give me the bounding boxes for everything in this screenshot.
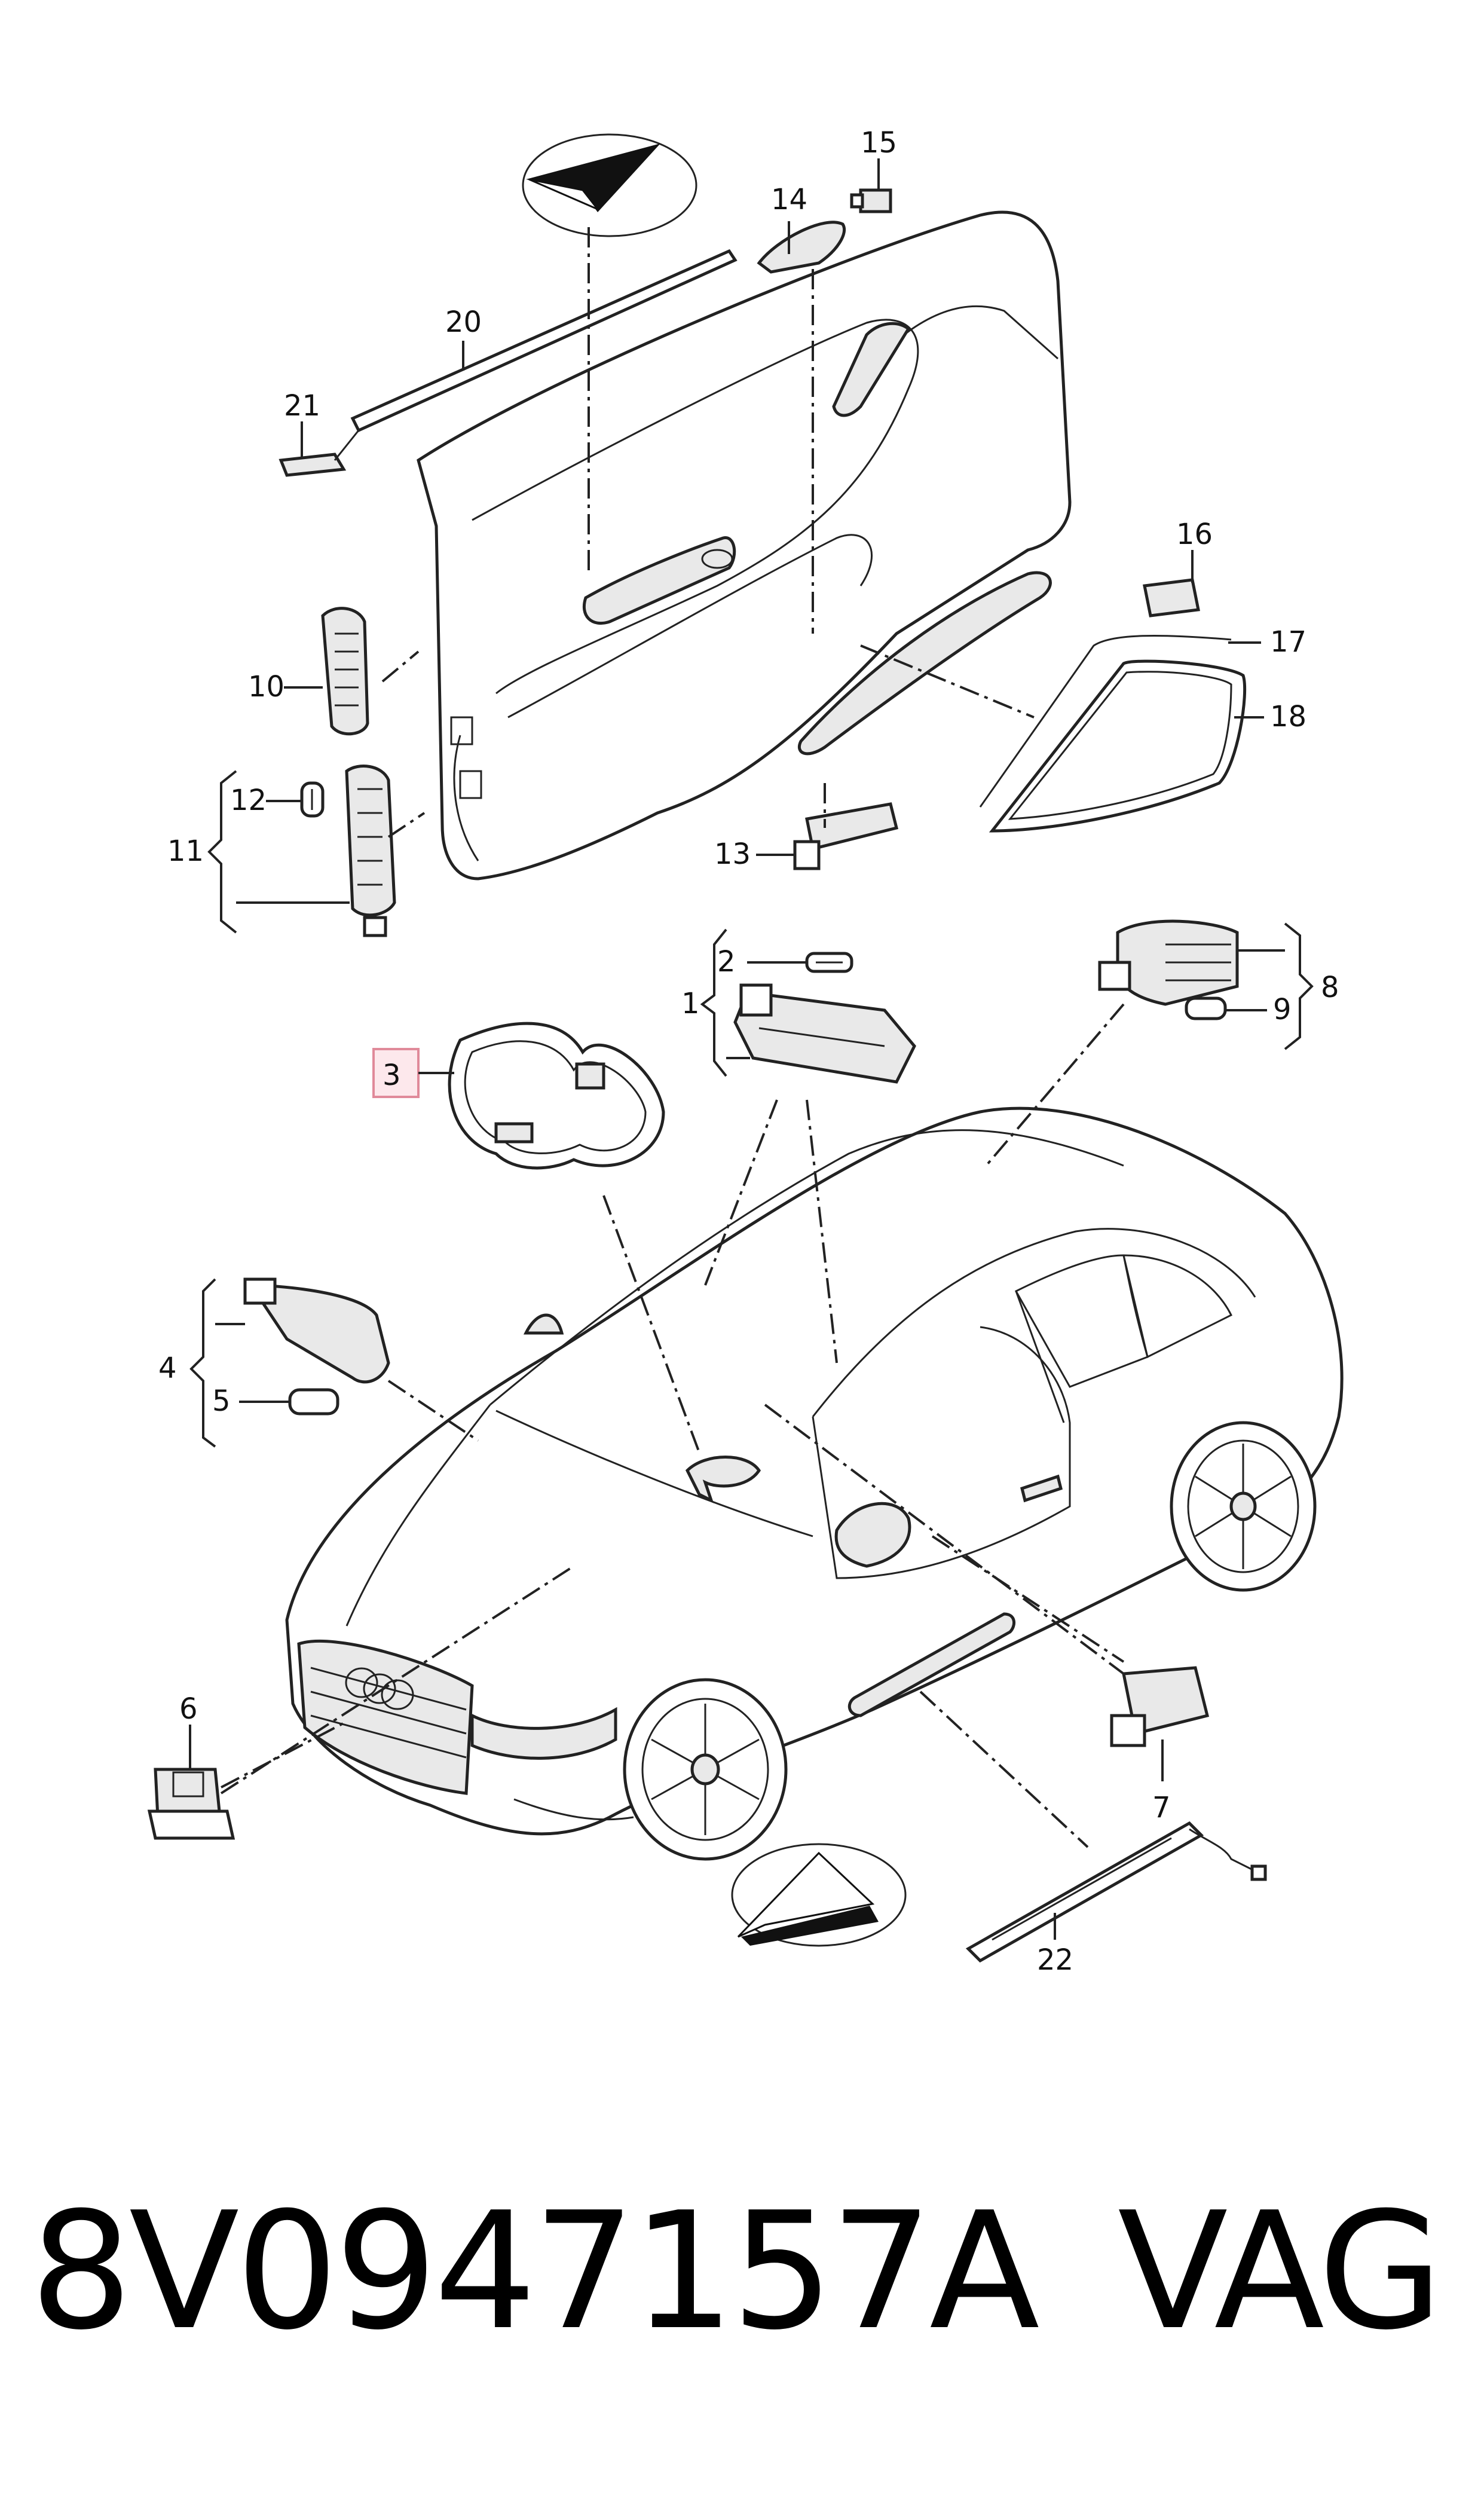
callout-18: 18 <box>1270 700 1306 733</box>
diagram-canvas: 1 2 3 4 5 6 7 8 9 10 11 12 <box>147 126 1344 1977</box>
part-5-bulb <box>288 1388 339 1416</box>
callout-20: 20 <box>445 305 482 339</box>
leader-lines <box>220 227 1125 1848</box>
callout-4: 4 <box>158 1352 177 1385</box>
part-22-sill <box>965 1821 1267 1963</box>
part-21 <box>279 430 360 477</box>
callout-11: 11 <box>167 834 204 868</box>
part-13 <box>793 802 899 870</box>
part-14 <box>757 221 846 274</box>
callout-7: 7 <box>1152 1791 1171 1824</box>
part-4-lamp <box>243 1277 390 1384</box>
callout-8: 8 <box>1321 971 1339 1004</box>
callout-14: 14 <box>771 183 807 216</box>
callout-10: 10 <box>248 670 284 704</box>
callout-6: 6 <box>179 1692 198 1726</box>
part-number: 8V0947157A <box>30 2177 1040 2365</box>
part-7-module <box>1110 1666 1210 1747</box>
callout-15: 15 <box>861 126 897 160</box>
part-10-lamp <box>321 607 369 736</box>
callout-2: 2 <box>717 945 736 979</box>
callout-12: 12 <box>230 784 267 817</box>
callout-17: 17 <box>1270 625 1306 659</box>
part-12-bulb <box>300 781 325 818</box>
callout-3: 3 <box>383 1059 401 1092</box>
callout-13: 13 <box>714 837 751 871</box>
part-3-seal <box>448 1022 665 1170</box>
part-9-bulb <box>1185 996 1227 1020</box>
part-1-interior-lamp <box>733 983 916 1084</box>
orientation-arrow-icon-bottom <box>731 1843 907 1947</box>
callout-9: 9 <box>1273 993 1292 1026</box>
orientation-arrow-icon-top <box>522 133 697 237</box>
callout-21: 21 <box>284 389 320 423</box>
callout-5: 5 <box>212 1384 231 1418</box>
callout-1: 1 <box>681 987 700 1020</box>
part-17-18-window-trim <box>979 634 1247 833</box>
part-2-bulb <box>805 952 853 973</box>
door-panel <box>417 210 1072 881</box>
part-15 <box>850 188 892 213</box>
part-16 <box>1143 578 1200 617</box>
car-body <box>285 1106 1344 1861</box>
brand-name: VAG <box>1118 2177 1443 2365</box>
part-6-switch <box>147 1768 235 1840</box>
callout-22: 22 <box>1037 1943 1073 1977</box>
footer: 8V0947157A VAG <box>30 2177 1464 2365</box>
callout-16: 16 <box>1176 518 1213 551</box>
part-11-lamp <box>345 765 396 937</box>
part-8-lamp <box>1098 919 1239 1006</box>
callout-labels: 1 2 3 4 5 6 7 8 9 10 11 12 <box>158 126 1339 1977</box>
trim-strip-20 <box>350 249 738 433</box>
